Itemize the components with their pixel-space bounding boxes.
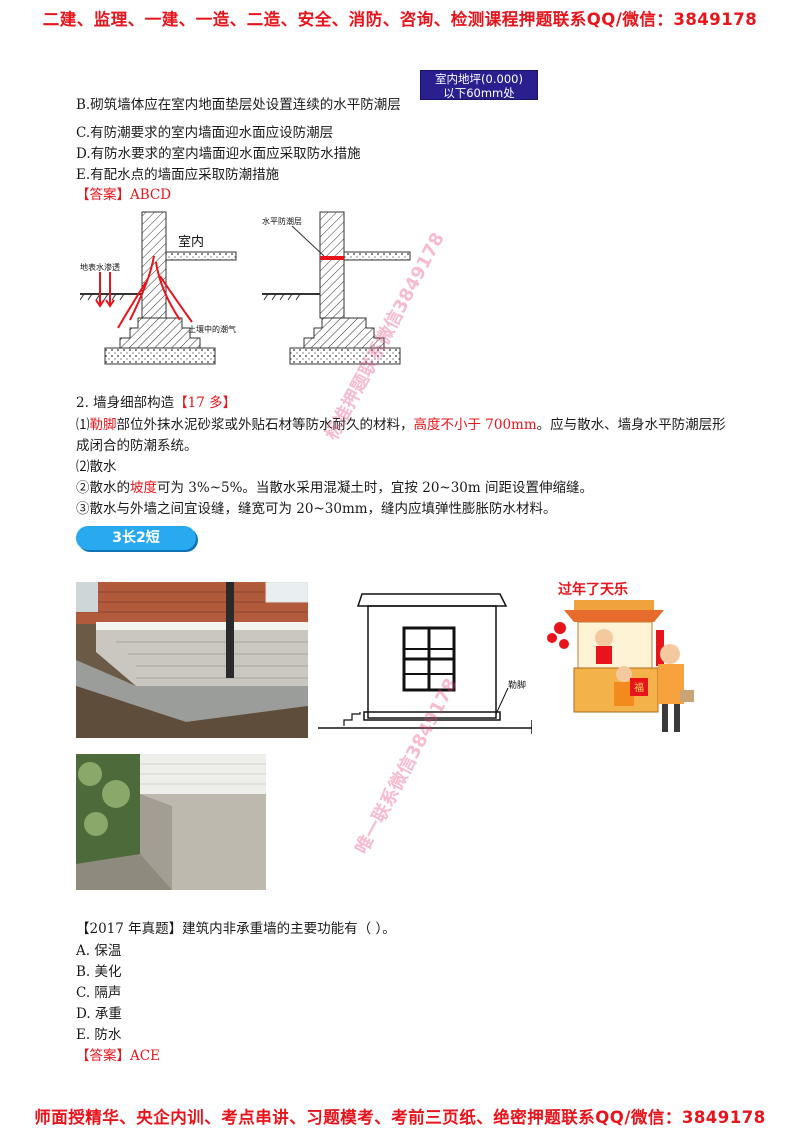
item-2a-rest: 可为 3%~5%。当散水采用混凝土时，宜按 20~30m 间距设置伸缩缝。 bbox=[157, 480, 593, 496]
item-1-prefix: ⑴ bbox=[76, 417, 90, 433]
item-2a-term: 坡度 bbox=[130, 480, 157, 496]
item-1-text-b: 。应与散水、墙身水平防潮层形 bbox=[536, 417, 726, 433]
plinth-photo-concrete bbox=[76, 754, 266, 890]
floor-level-tag: 室内地坪(0.000) 以下60mm处 bbox=[420, 70, 538, 100]
item-2b: ③散水与外墙之间宜设缝，缝宽可为 20~30mm，缝内应填弹性膨胀防水材料。 bbox=[76, 501, 557, 517]
wall-damp-course-diagram: 水平防潮层 bbox=[262, 211, 411, 365]
cartoon-title: 过年了天乐 bbox=[558, 581, 628, 598]
answer-1: 【答案】ABCD bbox=[76, 187, 172, 203]
choice-d: D. 承重 bbox=[76, 1006, 122, 1022]
label-indoor: 室内 bbox=[178, 234, 204, 250]
new-year-cartoon: 福 过年了天乐 bbox=[547, 581, 694, 732]
item-1-line-2: 成闭合的防潮系统。 bbox=[76, 438, 198, 454]
option-b: B.砌筑墙体应在室内地面垫层处设置连续的水平防潮层 bbox=[76, 97, 401, 113]
item-2a: ②散水的坡度可为 3%~5%。当散水采用混凝土时，宜按 20~30m 间距设置伸… bbox=[76, 479, 593, 497]
wall-moisture-diagram: 室内 地表水渗透 土壤中的潮气 bbox=[80, 211, 237, 365]
item-2: ⑵散水 bbox=[76, 459, 117, 475]
answer-2: 【答案】ACE bbox=[76, 1048, 160, 1064]
plinth-photo-brick bbox=[76, 582, 308, 738]
item-1-highlight: 高度不小于 700mm bbox=[413, 417, 537, 433]
badge-3-long-2-short: 3长2短 bbox=[76, 526, 196, 550]
item-1-text-a: 部位外抹水泥砂浆或外贴石材等防水耐久的材料， bbox=[116, 417, 414, 433]
tag-line-2: 以下60mm处 bbox=[443, 86, 515, 100]
item-2a-prefix: ②散水的 bbox=[76, 480, 130, 496]
section-2-tag: 【17 多】 bbox=[174, 395, 237, 411]
footer-banner: 师面授精华、央企内训、考点串讲、习题模考、考前三页纸、绝密押题联系QQ/微信：3… bbox=[34, 1108, 766, 1127]
header-banner: 二建、监理、一建、一造、二造、安全、消防、咨询、检测课程押题联系QQ/微信：38… bbox=[42, 10, 758, 29]
option-c: C.有防潮要求的室内墙面迎水面应设防潮层 bbox=[76, 125, 334, 141]
label-plinth: 勒脚 bbox=[508, 679, 526, 691]
label-damp-course: 水平防潮层 bbox=[262, 216, 302, 226]
cartoon-fu-sign: 福 bbox=[634, 681, 644, 694]
building-elevation-drawing: 勒脚 bbox=[318, 593, 532, 734]
option-e: E.有配水点的墙面应采取防潮措施 bbox=[76, 167, 280, 183]
item-1-line-1: ⑴勒脚部位外抹水泥砂浆或外贴石材等防水耐久的材料，高度不小于 700mm。应与散… bbox=[76, 416, 726, 434]
label-surface-water: 地表水渗透 bbox=[80, 262, 120, 272]
item-1-term: 勒脚 bbox=[89, 417, 117, 433]
choice-e: E. 防水 bbox=[76, 1027, 122, 1043]
label-soil-moisture: 土壤中的潮气 bbox=[188, 324, 236, 334]
tag-line-1: 室内地坪(0.000) bbox=[435, 72, 523, 86]
option-d: D.有防水要求的室内墙面迎水面应采取防水措施 bbox=[76, 146, 361, 162]
question-2017: 【2017 年真题】建筑内非承重墙的主要功能有（ ）。 bbox=[76, 921, 396, 937]
choice-c: C. 隔声 bbox=[76, 985, 122, 1001]
choice-b: B. 美化 bbox=[76, 964, 122, 980]
section-2-heading: 2. 墙身细部构造【17 多】 bbox=[76, 394, 236, 412]
choice-a: A. 保温 bbox=[76, 943, 122, 959]
section-2-title: 2. 墙身细部构造 bbox=[76, 395, 175, 411]
